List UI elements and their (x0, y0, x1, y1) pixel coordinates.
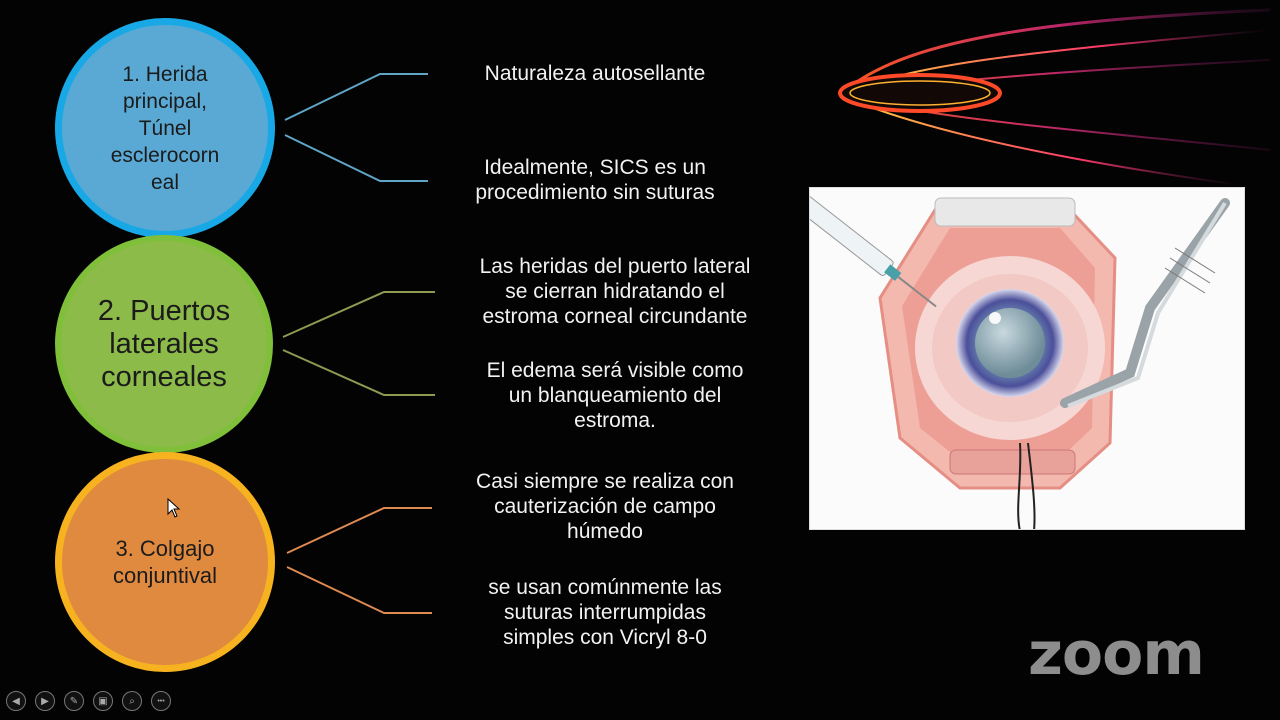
slideshow-toolbar: ◀ ▶ ✎ ▣ ⌕ ••• (6, 691, 171, 711)
slides-icon[interactable]: ▣ (93, 691, 113, 711)
more-icon[interactable]: ••• (151, 691, 171, 711)
note-edema-whitening: El edema será visible como un blanqueami… (486, 359, 744, 432)
eye-surgery-illustration (809, 187, 1245, 530)
connector-green-bottom (282, 349, 435, 396)
connector-orange-bottom (286, 566, 432, 614)
connector-orange-top (286, 507, 432, 554)
next-icon[interactable]: ▶ (35, 691, 55, 711)
topic-circle-main-wound: 1. Herida principal, Túnel esclerocorn e… (55, 18, 275, 238)
topic-circle-conjunctival-flap: 3. Colgajo conjuntival (55, 452, 275, 672)
zoom-logo: zoom (1028, 619, 1205, 689)
topic-circle-side-ports: 2. Puertos laterales corneales (55, 235, 273, 453)
note-cauterization: Casi siempre se realiza con cauterizació… (476, 470, 734, 543)
connector-green-top (282, 291, 435, 338)
mouse-cursor-icon (167, 498, 181, 518)
connector-blue-bottom (284, 134, 428, 182)
note-side-port-hydration: Las heridas del puerto lateral se cierra… (479, 255, 751, 328)
topic-circle-label: 2. Puertos laterales corneales (97, 294, 231, 393)
note-vicryl-sutures: se usan comúnmente las suturas interrump… (488, 576, 722, 649)
topic-circle-label: 1. Herida principal, Túnel esclerocorn e… (110, 62, 220, 194)
note-self-sealing: Naturaleza autosellante (484, 62, 706, 85)
pen-icon[interactable]: ✎ (64, 691, 84, 711)
decorative-swoosh (838, 8, 1271, 186)
prev-icon[interactable]: ◀ (6, 691, 26, 711)
zoom-icon[interactable]: ⌕ (122, 691, 142, 711)
topic-circle-label: 3. Colgajo conjuntival (113, 536, 217, 588)
note-sutureless: Idealmente, SICS es un procedimiento sin… (475, 156, 715, 204)
connector-blue-top (284, 73, 428, 121)
